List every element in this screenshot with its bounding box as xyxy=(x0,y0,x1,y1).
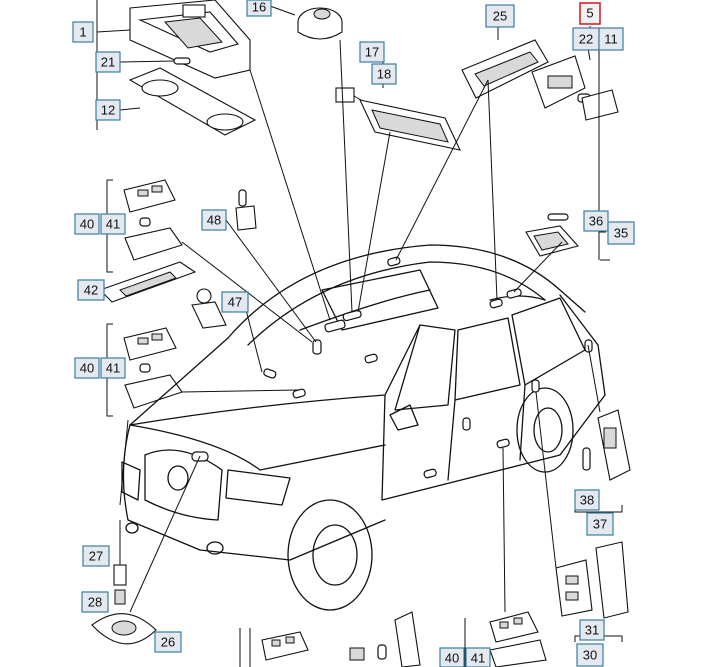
callout-28[interactable]: 28 xyxy=(81,591,109,613)
vehicle-lamp-markers xyxy=(191,256,593,479)
part-antenna-26-28 xyxy=(91,520,157,645)
part-front-interior-light xyxy=(129,0,251,79)
callout-18[interactable]: 18 xyxy=(371,63,397,85)
callout-42[interactable]: 42 xyxy=(77,279,105,301)
callout-5[interactable]: 5 xyxy=(579,2,601,25)
callout-27[interactable]: 27 xyxy=(82,545,110,567)
part-switch-bottom-left xyxy=(261,631,309,661)
part-lamp-bottom-center xyxy=(349,611,421,667)
svg-text:40: 40 xyxy=(80,217,94,232)
svg-text:36: 36 xyxy=(589,214,603,229)
svg-text:12: 12 xyxy=(101,103,115,118)
svg-text:38: 38 xyxy=(580,493,594,508)
part-wiring-17-18 xyxy=(335,87,461,151)
callout-40-bottom[interactable]: 40 xyxy=(439,647,465,667)
svg-text:1: 1 xyxy=(79,25,86,40)
callout-1[interactable]: 1 xyxy=(72,21,94,43)
callout-21[interactable]: 21 xyxy=(95,51,121,73)
callout-41-middle[interactable]: 41 xyxy=(100,357,126,379)
part-sensor-47 xyxy=(191,288,227,329)
part-rear-interior-light-25 xyxy=(461,39,549,99)
part-reading-light-5 xyxy=(531,55,619,121)
callout-41-upper[interactable]: 41 xyxy=(100,213,126,235)
part-lamp-35 xyxy=(525,213,580,257)
svg-text:31: 31 xyxy=(585,623,599,638)
svg-text:40: 40 xyxy=(445,651,459,666)
part-bulb-48 xyxy=(235,189,257,231)
part-festoon-bulb-21 xyxy=(173,57,191,65)
part-lens-12 xyxy=(128,67,257,136)
callout-26[interactable]: 26 xyxy=(154,631,182,653)
svg-text:41: 41 xyxy=(471,651,485,666)
svg-text:37: 37 xyxy=(593,517,607,532)
callout-40-upper[interactable]: 40 xyxy=(74,213,100,235)
callout-48[interactable]: 48 xyxy=(201,209,227,231)
callout-16[interactable]: 16 xyxy=(246,0,272,17)
svg-text:35: 35 xyxy=(614,226,628,241)
callout-17[interactable]: 17 xyxy=(359,41,385,63)
svg-text:41: 41 xyxy=(106,361,120,376)
callout-37[interactable]: 37 xyxy=(586,512,614,536)
svg-text:47: 47 xyxy=(228,295,242,310)
callout-35[interactable]: 35 xyxy=(607,221,635,245)
svg-text:5: 5 xyxy=(586,6,593,21)
part-switch-40-41-middle xyxy=(123,327,183,409)
svg-text:26: 26 xyxy=(161,635,175,650)
svg-text:16: 16 xyxy=(252,0,266,15)
svg-text:41: 41 xyxy=(106,217,120,232)
callout-31[interactable]: 31 xyxy=(579,619,605,641)
callout-22[interactable]: 22 xyxy=(572,27,600,51)
svg-text:40: 40 xyxy=(80,361,94,376)
leader-lines xyxy=(96,0,610,667)
svg-text:25: 25 xyxy=(493,9,507,24)
part-sensor-16 xyxy=(297,7,343,40)
vehicle-outline xyxy=(121,244,606,611)
svg-text:22: 22 xyxy=(579,32,593,47)
svg-text:42: 42 xyxy=(84,283,98,298)
svg-text:11: 11 xyxy=(604,32,618,47)
svg-text:18: 18 xyxy=(377,67,391,82)
part-lamp-30-31 xyxy=(555,541,629,619)
callout-25[interactable]: 25 xyxy=(485,4,515,28)
callout-36[interactable]: 36 xyxy=(583,210,609,232)
svg-text:27: 27 xyxy=(89,549,103,564)
svg-text:30: 30 xyxy=(583,648,597,663)
part-lamp-37 xyxy=(582,409,631,481)
callout-41-bottom[interactable]: 41 xyxy=(465,647,491,667)
svg-text:48: 48 xyxy=(207,213,221,228)
part-strip-42 xyxy=(98,261,197,303)
callout-11[interactable]: 11 xyxy=(598,27,624,51)
group-brackets xyxy=(106,179,623,667)
svg-text:21: 21 xyxy=(101,55,115,70)
svg-text:28: 28 xyxy=(88,595,102,610)
part-switch-bottom-40-41 xyxy=(489,611,547,667)
callout-40-middle[interactable]: 40 xyxy=(74,357,100,379)
callout-47[interactable]: 47 xyxy=(221,291,249,313)
callout-12[interactable]: 12 xyxy=(95,99,121,121)
callout-30[interactable]: 30 xyxy=(576,643,604,667)
part-switch-40-41-upper xyxy=(123,179,183,261)
callout-38[interactable]: 38 xyxy=(574,489,600,511)
svg-text:17: 17 xyxy=(365,45,379,60)
